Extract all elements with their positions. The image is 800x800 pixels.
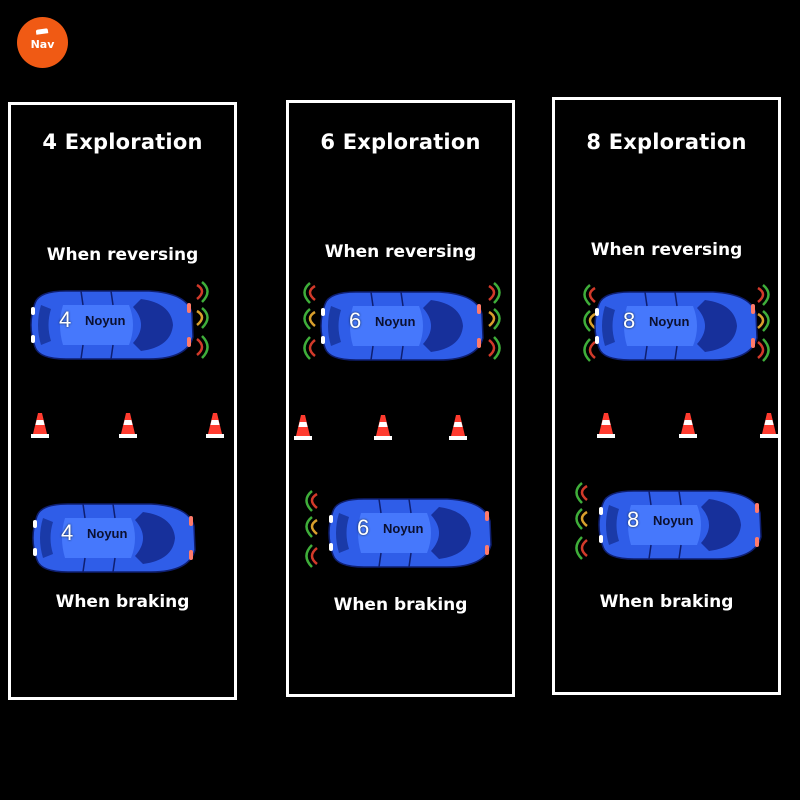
sensor-count-badge: 6 [349,308,362,333]
panel-6-exploration: 6 Exploration When reversing 6 Noyun 6 N… [286,100,515,697]
braking-caption: When braking [55,592,190,612]
panel-8-exploration: 8 Exploration When reversing 8 Noyun 8 N… [552,97,781,695]
traffic-cone-icon [760,412,778,438]
panel-title: 6 Exploration [320,130,481,154]
logo-text: Nav [30,38,55,51]
panel-4-exploration: 4 Exploration When reversing 4 Noyun 4 N… [8,102,237,700]
sensor-count-badge: 4 [59,307,72,332]
sensor-count-badge: 6 [357,515,370,540]
logo-cap-icon [35,28,49,35]
car-brand-label: Noyun [649,314,690,329]
car-brand-label: Noyun [375,314,416,329]
car-reversing: 6 Noyun [311,286,486,366]
car-braking: 4 Noyun [23,498,198,578]
rear-sensor-waves-icon [754,280,778,372]
traffic-cone-icon [449,414,467,440]
reversing-caption: When reversing [590,240,743,260]
car-braking: 8 Noyun [589,485,764,565]
reversing-caption: When reversing [46,245,199,265]
sensor-count-badge: 4 [61,520,74,545]
car-brand-label: Noyun [87,526,128,541]
traffic-cone-icon [119,412,137,438]
traffic-cone-icon [206,412,224,438]
sensor-count-badge: 8 [627,507,640,532]
reversing-caption: When reversing [324,242,477,262]
rear-sensor-waves-icon [485,278,509,370]
car-brand-label: Noyun [85,313,126,328]
front-sensor-waves-icon [297,486,321,578]
panel-title: 8 Exploration [586,130,747,154]
car-reversing: 4 Noyun [21,285,196,365]
panel-title: 4 Exploration [42,130,203,154]
car-brand-label: Noyun [653,513,694,528]
braking-caption: When braking [333,595,468,615]
car-reversing: 8 Noyun [585,286,760,366]
front-sensor-waves-icon [567,478,591,570]
traffic-cone-icon [294,414,312,440]
nav-logo: Nav [17,17,68,68]
rear-sensor-waves-icon [193,277,217,369]
traffic-cone-icon [374,414,392,440]
car-braking: 6 Noyun [319,493,494,573]
traffic-cone-icon [679,412,697,438]
braking-caption: When braking [599,592,734,612]
sensor-count-badge: 8 [623,308,636,333]
traffic-cone-icon [31,412,49,438]
car-brand-label: Noyun [383,521,424,536]
traffic-cone-icon [597,412,615,438]
